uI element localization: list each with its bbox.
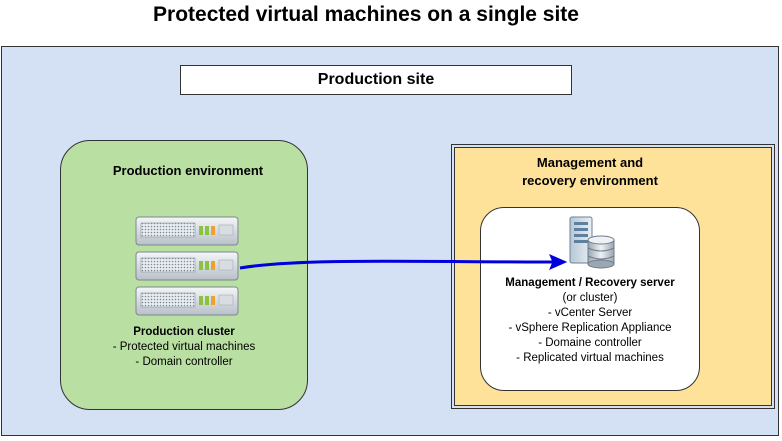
server-line-vsphere-replication: - vSphere Replication Appliance: [508, 322, 672, 334]
production-cluster-description: Production cluster - Protected virtual m…: [70, 325, 298, 370]
cluster-line-domain-controller: - Domain controller: [135, 356, 233, 368]
server-line-domain-controller: - Domaine controller: [538, 337, 642, 349]
cluster-line-protected-vms: - Protected virtual machines: [112, 341, 256, 353]
production-environment-title: Production environment: [112, 163, 264, 178]
server-line-vcenter: - vCenter Server: [547, 307, 633, 319]
production-cluster-name: Production cluster: [133, 326, 235, 338]
server-unit-1: [135, 216, 239, 246]
server-rack-icon: [135, 216, 239, 316]
management-environment-title: Management and recovery environment: [454, 154, 726, 190]
server-line-cluster: (or cluster): [562, 292, 618, 304]
management-title-line-2: recovery environment: [522, 173, 658, 188]
management-server-name: Management / Recovery server: [505, 277, 675, 289]
server-unit-3: [135, 286, 239, 316]
management-title-line-1: Management and: [536, 155, 644, 170]
diagram-title: Protected virtual machines on a single s…: [153, 3, 579, 26]
server-line-replicated-vms: - Replicated virtual machines: [516, 352, 664, 364]
server-unit-2: [135, 251, 239, 281]
management-server-description: Management / Recovery server (or cluster…: [480, 276, 700, 366]
production-site-label: Production site: [180, 65, 572, 95]
database-server-icon: [569, 216, 615, 269]
